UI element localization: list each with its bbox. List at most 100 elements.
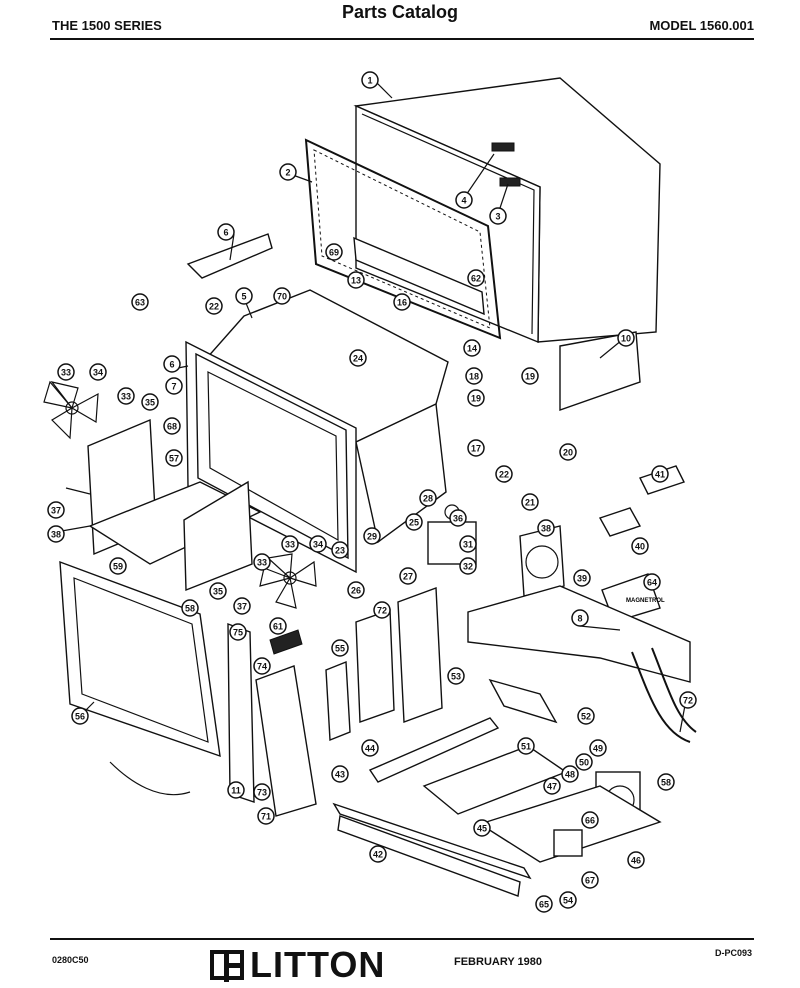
callout-75: 75 bbox=[229, 623, 247, 641]
callout-number: 35 bbox=[213, 587, 223, 597]
callout-33: 33 bbox=[281, 535, 299, 553]
callout-4: 4 bbox=[455, 191, 473, 209]
callout-41: 41 bbox=[651, 465, 669, 483]
callout-number: 40 bbox=[635, 542, 645, 552]
document-id: D-PC093 bbox=[714, 948, 752, 958]
callout-circle bbox=[217, 223, 235, 241]
callout-19: 19 bbox=[521, 367, 539, 385]
callout-55: 55 bbox=[331, 639, 349, 657]
callout-51: 51 bbox=[517, 737, 535, 755]
callout-circle bbox=[657, 773, 675, 791]
rail-44 bbox=[368, 717, 500, 783]
callout-number: 49 bbox=[593, 744, 603, 754]
callout-49: 49 bbox=[589, 739, 607, 757]
callout-number: 63 bbox=[135, 298, 145, 308]
callout-66: 66 bbox=[581, 811, 599, 829]
callout-number: 28 bbox=[423, 494, 433, 504]
brand-logo: LITTON bbox=[210, 947, 385, 983]
callout-number: 48 bbox=[565, 770, 575, 780]
callout-number: 39 bbox=[577, 574, 587, 584]
nameplate bbox=[269, 629, 303, 655]
callout-number: 22 bbox=[499, 470, 509, 480]
callout-22: 22 bbox=[495, 465, 513, 483]
callout-circle bbox=[617, 329, 635, 347]
callout-number: 33 bbox=[61, 368, 71, 378]
publication-date: FEBRUARY 1980 bbox=[454, 956, 543, 968]
callout-number: 33 bbox=[121, 392, 131, 402]
callout-number: 31 bbox=[463, 540, 473, 550]
callout-46: 46 bbox=[627, 851, 645, 869]
callout-68: 68 bbox=[163, 417, 181, 435]
callout-18: 18 bbox=[465, 367, 483, 385]
circuit-board-72 bbox=[355, 609, 395, 723]
callout-number: 26 bbox=[351, 586, 361, 596]
callout-number: 17 bbox=[471, 444, 481, 454]
callout-circle bbox=[495, 465, 513, 483]
callout-number: 11 bbox=[231, 786, 241, 796]
blower-fan-left bbox=[43, 380, 99, 440]
callout-6: 6 bbox=[163, 355, 181, 373]
callout-number: 55 bbox=[335, 644, 345, 654]
callout-number: 38 bbox=[541, 524, 551, 534]
page-header: THE 1500 SERIES Parts Catalog MODEL 1560… bbox=[0, 0, 800, 48]
callout-circle bbox=[331, 541, 349, 559]
callout-circle bbox=[57, 363, 75, 381]
callout-circle bbox=[571, 609, 589, 627]
callout-circle bbox=[679, 691, 697, 709]
callout-circle bbox=[467, 269, 485, 287]
callout-2: 2 bbox=[279, 163, 297, 181]
air-duct bbox=[467, 585, 697, 743]
callout-44: 44 bbox=[361, 739, 379, 757]
callout-circle bbox=[361, 71, 379, 89]
callout-37: 37 bbox=[233, 597, 251, 615]
rear-panel bbox=[353, 236, 485, 316]
oven-cavity bbox=[185, 289, 449, 574]
circuit-board-55 bbox=[325, 660, 351, 742]
callout-circle bbox=[465, 367, 483, 385]
callout-29: 29 bbox=[363, 527, 381, 545]
callout-14: 14 bbox=[463, 339, 481, 357]
callout-circle bbox=[459, 557, 477, 575]
callout-number: 37 bbox=[237, 602, 247, 612]
front-frame bbox=[304, 138, 502, 340]
callout-circle bbox=[543, 777, 561, 795]
callout-number: 6 bbox=[169, 360, 174, 370]
callout-number: 22 bbox=[209, 302, 219, 312]
callout-circle bbox=[253, 657, 271, 675]
callout-number: 42 bbox=[373, 850, 383, 860]
callout-number: 53 bbox=[451, 672, 461, 682]
callout-circle bbox=[47, 525, 65, 543]
footer-code: 0280C50 bbox=[52, 955, 89, 965]
callout-23: 23 bbox=[331, 541, 349, 559]
callout-58: 58 bbox=[181, 599, 199, 617]
callout-number: 36 bbox=[453, 514, 463, 524]
leader-lines bbox=[55, 81, 687, 733]
callout-circle bbox=[521, 493, 539, 511]
callout-circle bbox=[141, 393, 159, 411]
callout-circle bbox=[559, 891, 577, 909]
callout-circle bbox=[281, 535, 299, 553]
callout-circle bbox=[227, 781, 245, 799]
callout-43: 43 bbox=[331, 765, 349, 783]
callout-circle bbox=[561, 765, 579, 783]
callout-number: 27 bbox=[403, 572, 413, 582]
callout-circle bbox=[331, 639, 349, 657]
callout-number: 16 bbox=[397, 298, 407, 308]
callout-number: 13 bbox=[351, 276, 361, 286]
callout-number: 33 bbox=[285, 540, 295, 550]
callout-circle bbox=[467, 389, 485, 407]
callout-number: 1 bbox=[367, 76, 372, 86]
callout-1: 1 bbox=[361, 71, 379, 89]
callout-33: 33 bbox=[117, 387, 135, 405]
callout-45: 45 bbox=[473, 819, 491, 837]
callout-number: 64 bbox=[647, 578, 657, 588]
callout-74: 74 bbox=[253, 657, 271, 675]
waveguide-cover bbox=[183, 480, 253, 592]
callout-number: 50 bbox=[579, 758, 589, 768]
callout-26: 26 bbox=[347, 581, 365, 599]
callout-3: 3 bbox=[489, 207, 507, 225]
callout-circle bbox=[467, 439, 485, 457]
callout-number: 51 bbox=[521, 742, 531, 752]
callout-6: 6 bbox=[217, 223, 235, 241]
